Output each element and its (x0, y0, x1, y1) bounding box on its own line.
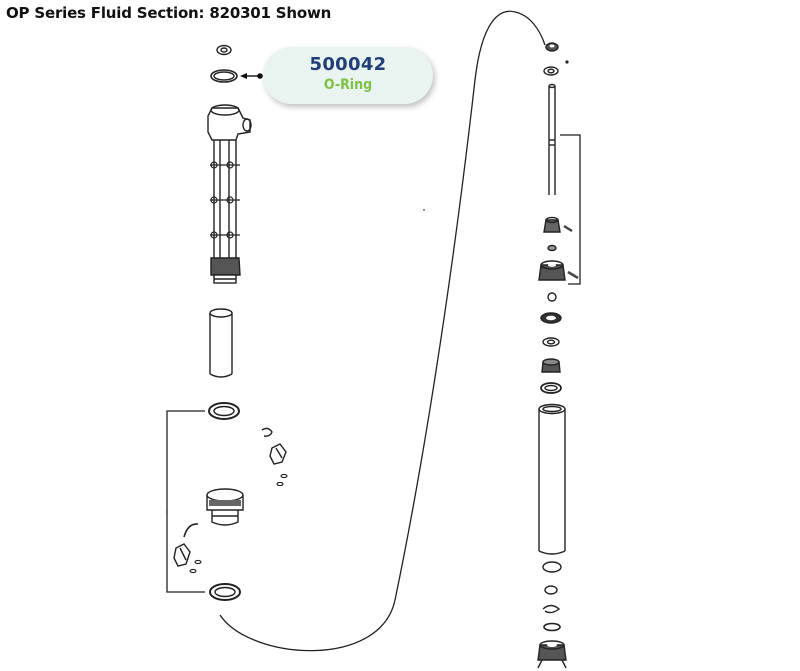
small-ball-seat (547, 244, 557, 252)
sleeve-tube (209, 308, 233, 378)
right-bracket (560, 134, 581, 285)
seal-3 (541, 358, 561, 373)
packing-ring-upper (208, 402, 240, 420)
foot-valve (537, 640, 567, 669)
pins-upper (276, 473, 288, 487)
outer-cylinder (538, 403, 566, 555)
displacement-rod (548, 83, 556, 195)
callout-leader-arrow (240, 73, 263, 79)
left-bracket (166, 410, 205, 593)
piston-valve (543, 216, 561, 233)
page-title: OP Series Fluid Section: 820301 Shown (6, 4, 332, 22)
retaining-clip-upper (261, 427, 273, 437)
part-callout: 500042 O-Ring (263, 47, 433, 104)
top-seal-small (216, 44, 232, 56)
seal-4 (540, 382, 562, 394)
seal-1 (540, 312, 562, 324)
small-oring (547, 292, 557, 302)
top-nut (545, 42, 559, 52)
small-ball (565, 60, 569, 64)
pins-lower (189, 559, 202, 574)
connector-curve (219, 10, 546, 652)
pin-upper-right (563, 224, 573, 233)
oring-lower-2 (544, 585, 558, 595)
oring-lower-1 (542, 561, 562, 573)
valve-clip-upper (269, 443, 287, 465)
pin-lower-right (567, 270, 579, 280)
callout-part-number: 500042 (309, 54, 387, 75)
top-washer (543, 66, 559, 76)
packing-ring-lower (209, 583, 241, 601)
oring-500042 (210, 69, 238, 83)
retaining-ring-lower (542, 604, 561, 614)
piston-head (538, 260, 566, 281)
retaining-clip-lower (183, 523, 199, 538)
callout-part-name: O-Ring (323, 77, 373, 93)
seal-lower (543, 622, 561, 632)
valve-housing (206, 488, 244, 526)
cylinder-assembly (207, 104, 252, 284)
seal-2 (542, 337, 560, 347)
valve-clip-lower (173, 543, 191, 567)
